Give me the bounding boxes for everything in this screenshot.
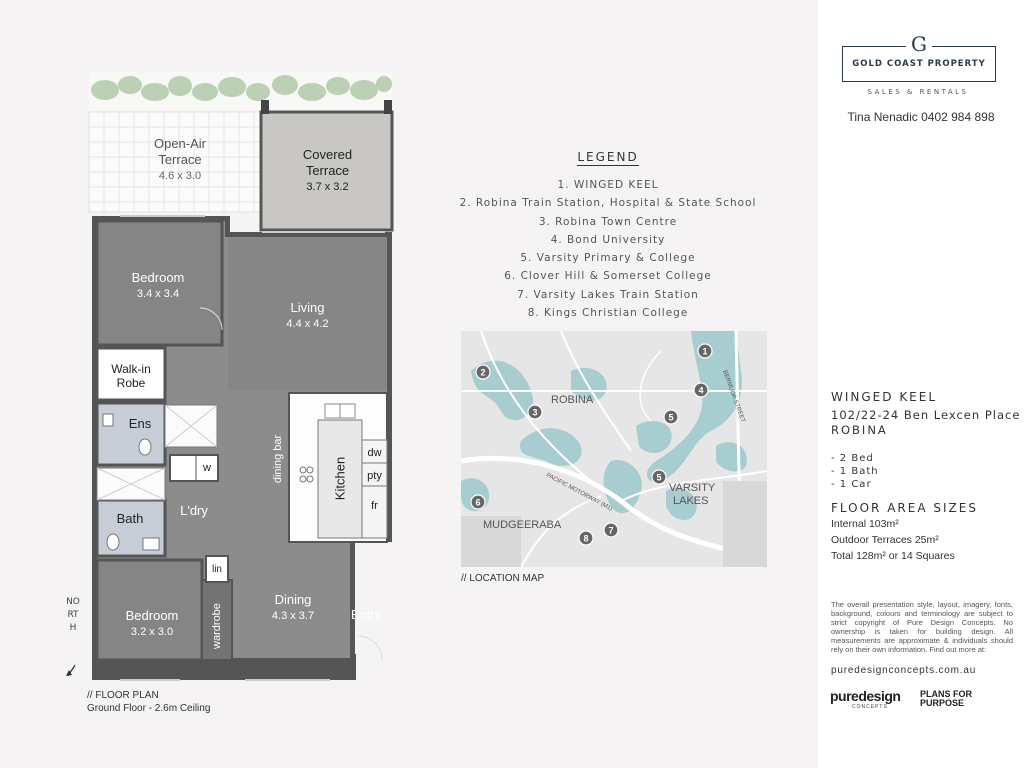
legend-item: 7. Varsity Lakes Train Station (517, 288, 699, 301)
legend-item: 8. Kings Christian College (527, 307, 689, 320)
area-total: Total 128m² or 14 Squares (831, 550, 955, 562)
legend-item: 5. Varsity Primary & College (520, 252, 696, 265)
legend-item: 6. Clover Hill & Somerset College (504, 270, 712, 283)
map-marker-label: 8 (583, 534, 588, 544)
entry-label: Entry (350, 607, 382, 622)
map-marker (651, 469, 667, 485)
sidebar: GOLD COAST PROPERTY G SALES & RENTALS Ti… (818, 0, 1024, 768)
laundry-label: L'dry (180, 503, 208, 518)
property-suburb: ROBINA (831, 423, 888, 437)
map-marker-label: 6 (475, 498, 480, 508)
map-marker (603, 522, 619, 538)
agent-contact: Tina Nenadic 0402 984 898 (847, 110, 995, 124)
map-label-robina: ROBINA (551, 394, 594, 406)
area-internal: Internal 103m² (831, 518, 899, 530)
brand-subtitle: SALES & RENTALS (867, 88, 969, 96)
map-marker (697, 343, 713, 359)
brand-letter: G (906, 31, 932, 57)
map-marker-label: 4 (698, 386, 703, 396)
map-marker-label: 2 (480, 368, 485, 378)
map-marker (578, 530, 594, 546)
legend-list: 1. WINGED KEEL 2. Robina Train Station, … (440, 176, 776, 322)
dishwasher-label: dw (367, 447, 382, 459)
kitchen-label: Kitchen (332, 456, 348, 501)
fridge-label: fr (371, 500, 378, 512)
pantry-label: pty (367, 470, 382, 482)
map-marker (693, 382, 709, 398)
floor-plan-caption: // FLOOR PLAN (87, 690, 159, 701)
bedroom-2-label: Bedroom 3.2 x 3.0 (125, 608, 179, 638)
puredesign-logo-sub: CONCEPTS (852, 704, 888, 710)
website-link[interactable]: puredesignconcepts.com.au (831, 665, 977, 676)
property-name: WINGED KEEL (831, 390, 938, 404)
plans-for-purpose-logo: PLANS FOR PURPOSE (920, 689, 973, 708)
map-marker-label: 3 (532, 408, 537, 418)
brand-name: GOLD COAST PROPERTY (852, 59, 986, 69)
location-map-caption: // LOCATION MAP (461, 573, 545, 584)
covered-terrace-label: Covered Terrace 3.7 x 3.2 (302, 147, 353, 193)
map-marker-label: 7 (608, 526, 613, 536)
bedroom-1-label: Bedroom 3.4 x 3.4 (131, 270, 185, 300)
area-outdoor: Outdoor Terraces 25m² (831, 534, 939, 546)
legend-item: 4. Bond University (550, 233, 666, 246)
map-label-mudgeeraba: MUDGEERABA (483, 519, 562, 531)
map-marker-label: 5 (668, 413, 673, 423)
bath-label: Bath (116, 511, 144, 526)
map-marker-label: 1 (702, 347, 707, 357)
map-marker (475, 364, 491, 380)
dining-label: Dining 4.3 x 3.7 (271, 592, 315, 622)
walk-in-robe-label: Walk-in Robe (111, 362, 151, 390)
feature-bed: - 2 Bed (831, 453, 874, 464)
feature-bath: - 1 Bath (831, 466, 879, 477)
floor-plan: Open-Air Terrace 4.6 x 3.0 Covered Terra… (0, 0, 420, 768)
property-address: 102/22-24 Ben Lexcen Place (831, 408, 1021, 422)
map-marker (527, 404, 543, 420)
washer-label: w (203, 462, 211, 474)
map-marker (470, 494, 486, 510)
linen-label: lin (211, 564, 222, 575)
puredesign-logo: puredesign (830, 688, 901, 704)
floor-plan-drawing (66, 72, 394, 681)
disclaimer: The overall presentation style, layout, … (831, 600, 1013, 654)
floor-plan-subcaption: Ground Floor - 2.6m Ceiling (87, 703, 211, 714)
dining-bar-label: dining bar (272, 434, 284, 484)
living-label: Living 4.4 x 4.2 (286, 300, 329, 330)
north-label: NORTH (66, 597, 80, 633)
legend-item: 3. Robina Town Centre (538, 215, 678, 228)
ensuite-label: Ens (128, 416, 152, 431)
legend-item: 1. WINGED KEEL (557, 179, 659, 191)
wardrobe-label: wardrobe (211, 603, 223, 649)
map-marker-label: 5 (656, 473, 661, 483)
map-marker (663, 409, 679, 425)
plants-icon (91, 75, 392, 101)
floor-area-title: FLOOR AREA SIZES (831, 501, 978, 515)
legend-item: 2. Robina Train Station, Hospital & Stat… (459, 197, 757, 210)
open-air-terrace-label: Open-Air Terrace 4.6 x 3.0 (153, 136, 207, 182)
feature-car: - 1 Car (831, 479, 872, 490)
legend-title: LEGEND (577, 150, 639, 166)
